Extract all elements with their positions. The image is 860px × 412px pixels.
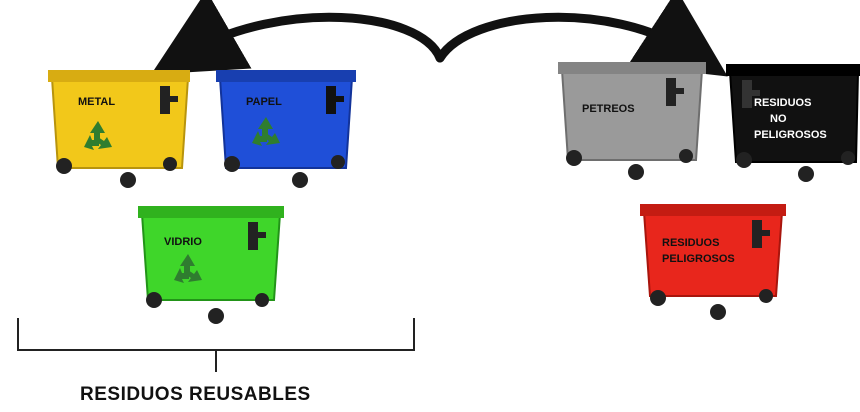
caption-residuos-reusables: RESIDUOS REUSABLES [80, 384, 311, 406]
wheel-icon [566, 150, 582, 166]
wheel-icon [650, 290, 666, 306]
bin-label-metal: METAL [78, 96, 115, 108]
bin-papel: PAPEL [216, 70, 356, 188]
bin-label-no-peligrosos-2: NO [770, 113, 787, 125]
bin-petreos: PETREOS [558, 62, 706, 180]
bin-label-peligrosos-1: RESIDUOS [662, 237, 719, 249]
wheel-icon [56, 158, 72, 174]
wheel-icon [146, 292, 162, 308]
curved-arrow-icon [190, 17, 690, 58]
bin-peligrosos: RESIDUOS PELIGROSOS [640, 204, 786, 320]
wheel-icon [224, 156, 240, 172]
reusable-bracket [18, 318, 414, 372]
bin-metal: METAL [48, 70, 190, 188]
bin-label-peligrosos-2: PELIGROSOS [662, 253, 735, 265]
bin-label-petreos: PETREOS [582, 103, 635, 115]
bin-label-vidrio: VIDRIO [164, 236, 202, 248]
bin-label-no-peligrosos-3: PELIGROSOS [754, 129, 827, 141]
bin-vidrio: VIDRIO [138, 206, 284, 324]
wheel-icon [736, 152, 752, 168]
bin-label-papel: PAPEL [246, 96, 282, 108]
bin-label-no-peligrosos-1: RESIDUOS [754, 97, 811, 109]
bin-no-peligrosos: RESIDUOS NO PELIGROSOS [726, 64, 860, 182]
